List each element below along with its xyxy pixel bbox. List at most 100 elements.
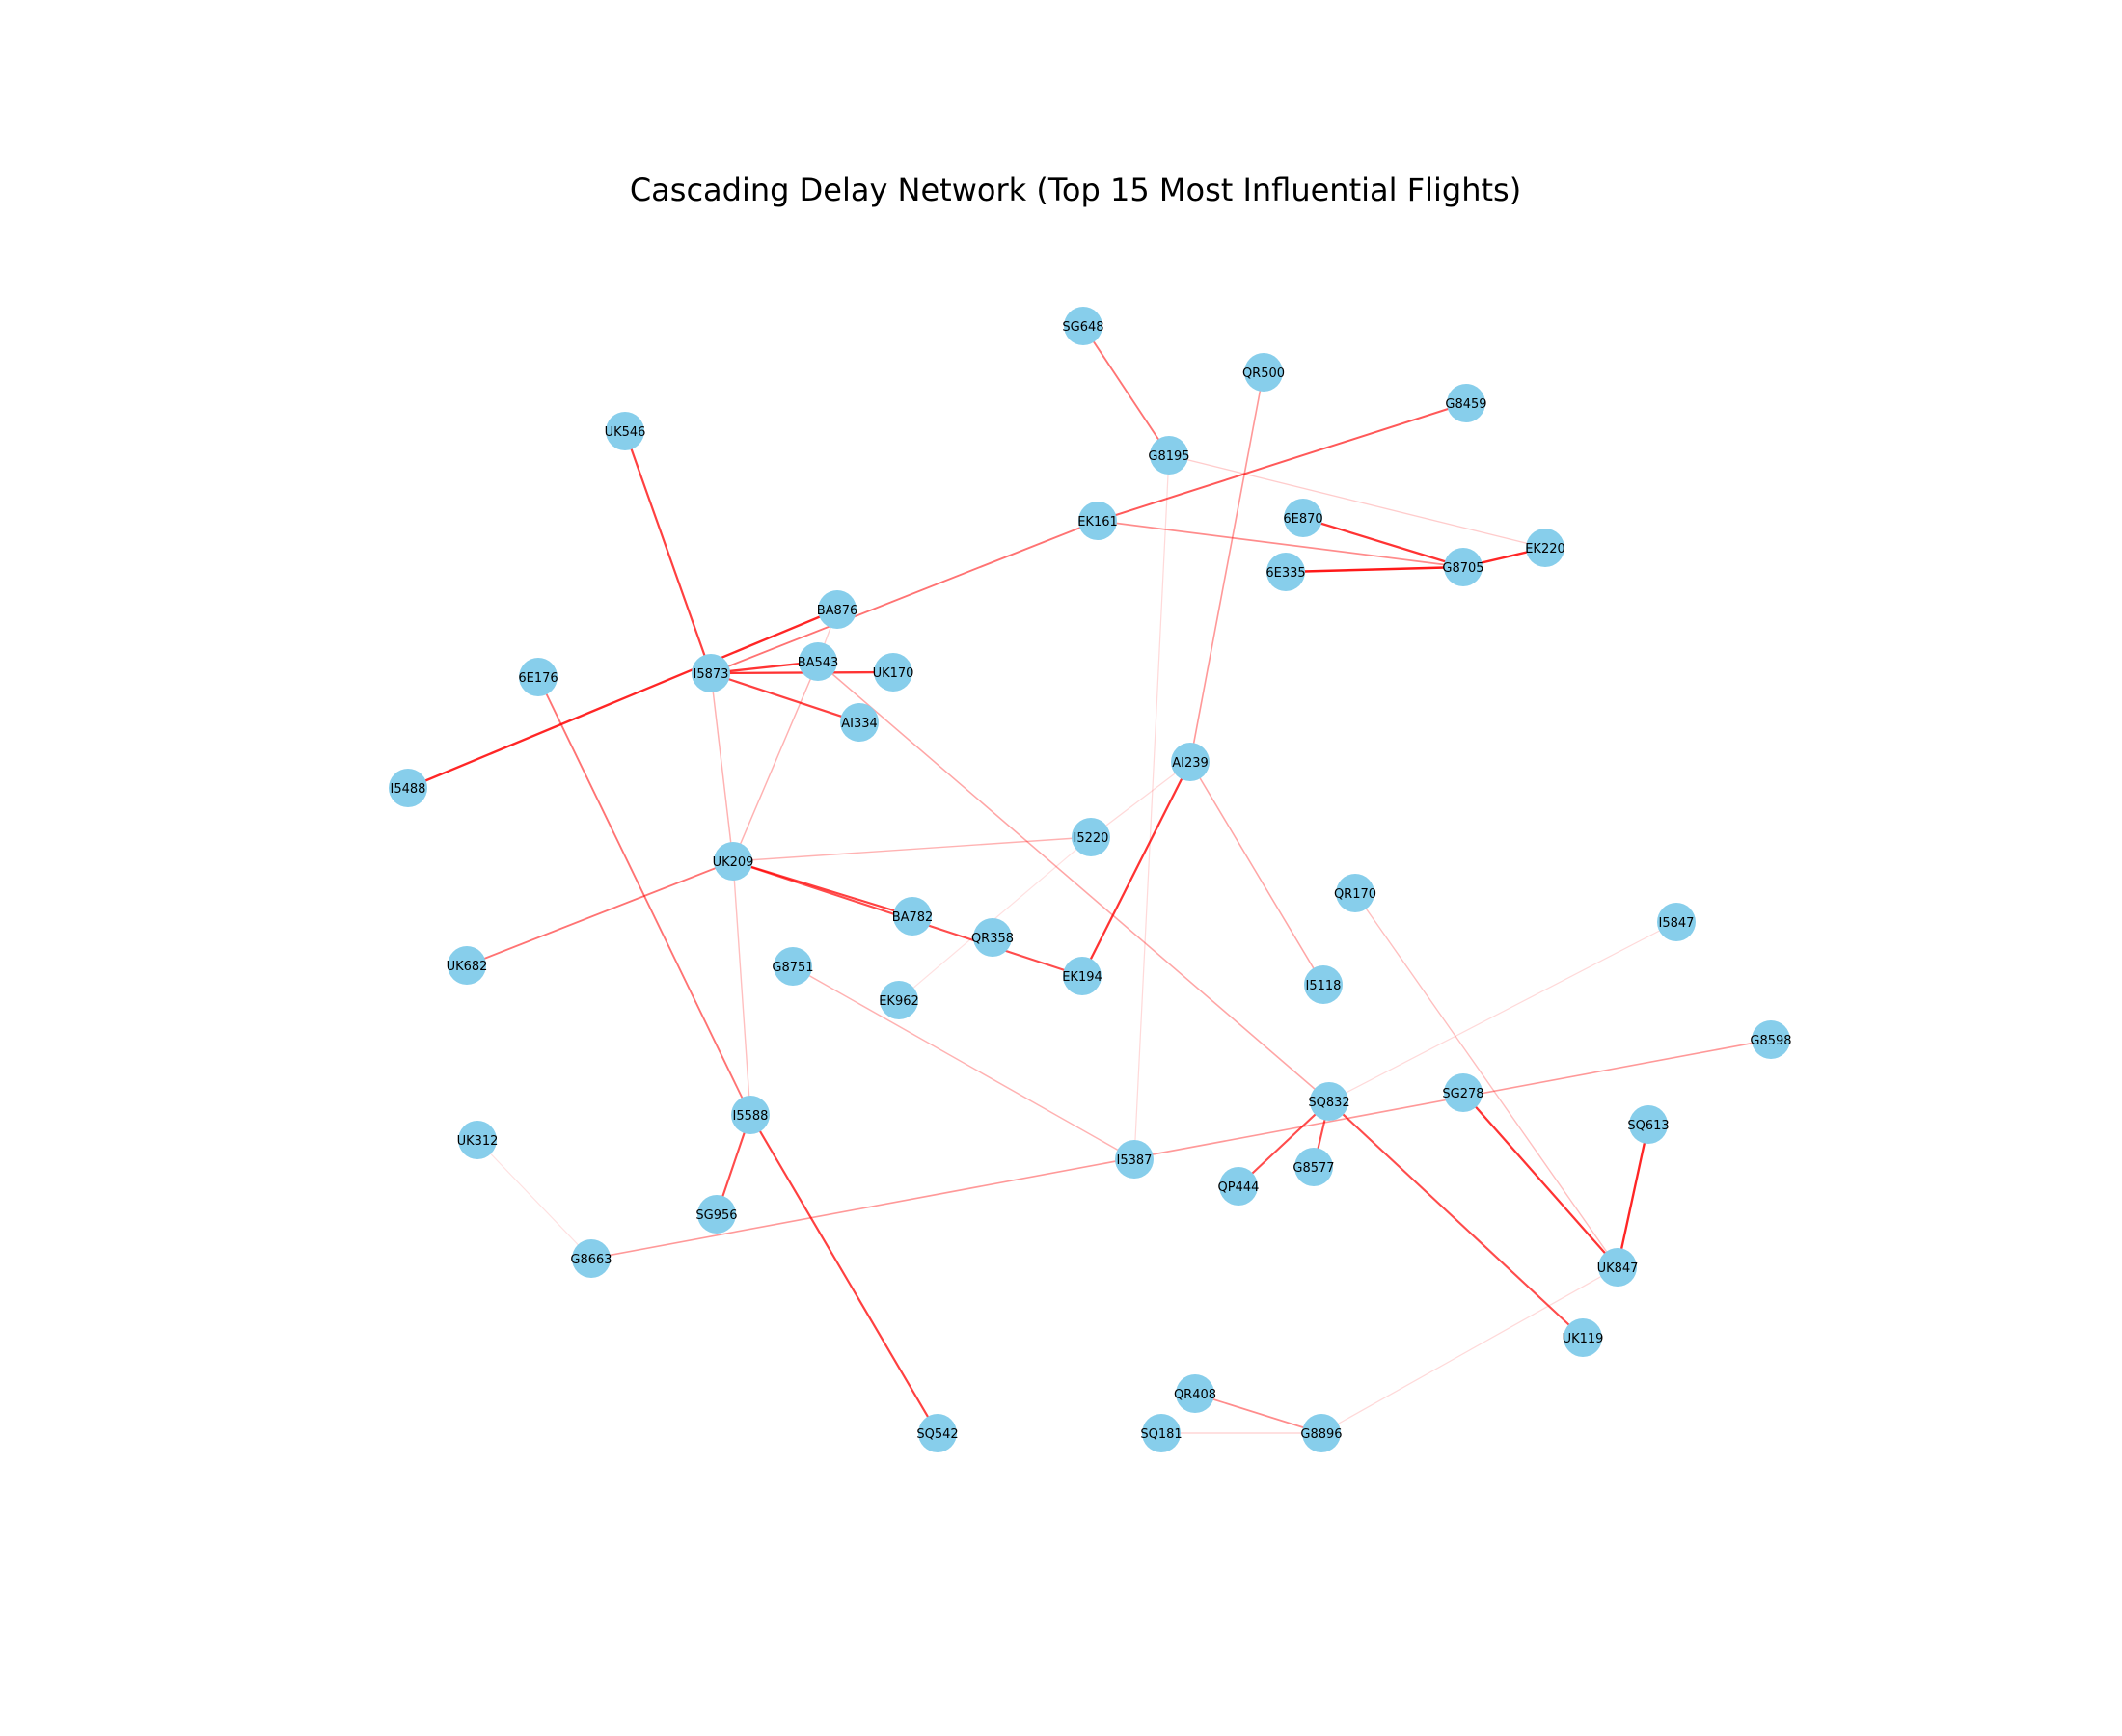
node-circle xyxy=(1302,1414,1341,1452)
node-circle xyxy=(1072,818,1110,856)
node-G8577[interactable]: G8577 xyxy=(1292,1148,1335,1186)
edge-SG648-G8195 xyxy=(1082,325,1170,456)
edge-layer xyxy=(407,325,1772,1434)
node-UK170[interactable]: UK170 xyxy=(873,653,914,692)
node-label: I5847 xyxy=(1659,916,1695,931)
node-AI239[interactable]: AI239 xyxy=(1171,743,1210,781)
node-G8195[interactable]: G8195 xyxy=(1148,436,1190,475)
node-UK209[interactable]: UK209 xyxy=(713,842,754,881)
node-G8896[interactable]: G8896 xyxy=(1300,1414,1343,1452)
node-label: BA876 xyxy=(817,604,858,618)
edge-QR170-UK847 xyxy=(1354,892,1619,1268)
node-I5588[interactable]: I5588 xyxy=(731,1096,770,1134)
node-SG648[interactable]: SG648 xyxy=(1062,307,1104,345)
node-circle xyxy=(880,981,918,1019)
node-I5488[interactable]: I5488 xyxy=(389,769,427,807)
node-SQ613[interactable]: SQ613 xyxy=(1627,1105,1670,1144)
node-SQ542[interactable]: SQ542 xyxy=(916,1414,959,1452)
node-label: I5488 xyxy=(391,782,426,797)
node-EK220[interactable]: EK220 xyxy=(1525,529,1565,567)
edge-BA543-SQ832 xyxy=(817,661,1330,1102)
node-label: QR500 xyxy=(1242,366,1285,381)
node-circle xyxy=(1171,743,1210,781)
node-G8663[interactable]: G8663 xyxy=(570,1239,612,1278)
node-I5847[interactable]: I5847 xyxy=(1657,903,1696,941)
node-circle xyxy=(818,590,857,629)
node-SQ181[interactable]: SQ181 xyxy=(1140,1414,1183,1452)
node-EK161[interactable]: EK161 xyxy=(1077,502,1118,540)
node-G8459[interactable]: G8459 xyxy=(1445,384,1487,422)
node-EK194[interactable]: EK194 xyxy=(1062,957,1102,995)
node-I5387[interactable]: I5387 xyxy=(1115,1140,1154,1179)
node-6E176[interactable]: 6E176 xyxy=(518,658,558,696)
node-label: 6E176 xyxy=(518,671,558,686)
node-label: EK220 xyxy=(1525,542,1565,556)
node-circle xyxy=(1657,903,1696,941)
edge-SQ832-QP444 xyxy=(1238,1100,1330,1187)
node-BA876[interactable]: BA876 xyxy=(817,590,858,629)
node-G8598[interactable]: G8598 xyxy=(1750,1020,1792,1059)
node-label: EK962 xyxy=(879,994,919,1009)
node-circle xyxy=(692,654,730,692)
node-G8705[interactable]: G8705 xyxy=(1442,548,1484,586)
node-6E870[interactable]: 6E870 xyxy=(1283,499,1323,537)
node-circle xyxy=(458,1121,497,1159)
node-I5118[interactable]: I5118 xyxy=(1304,965,1343,1004)
node-circle xyxy=(389,769,427,807)
node-circle xyxy=(1142,1414,1181,1452)
node-AI334[interactable]: AI334 xyxy=(840,703,879,742)
node-circle xyxy=(1447,384,1485,422)
node-G8751[interactable]: G8751 xyxy=(772,947,814,986)
node-UK119[interactable]: UK119 xyxy=(1563,1318,1604,1357)
node-BA543[interactable]: BA543 xyxy=(798,642,839,681)
node-label: QR358 xyxy=(971,932,1014,946)
node-circle xyxy=(1564,1318,1602,1357)
edge-G8598-G8663 xyxy=(590,1039,1772,1260)
node-UK847[interactable]: UK847 xyxy=(1597,1248,1639,1287)
node-EK962[interactable]: EK962 xyxy=(879,981,919,1019)
node-circle xyxy=(572,1239,611,1278)
node-BA782[interactable]: BA782 xyxy=(892,897,934,936)
node-label: QR408 xyxy=(1174,1388,1216,1402)
edge-UK209-I5220 xyxy=(732,836,1092,862)
node-SG278[interactable]: SG278 xyxy=(1442,1073,1484,1112)
node-label: G8663 xyxy=(570,1253,612,1267)
node-I5220[interactable]: I5220 xyxy=(1072,818,1110,856)
node-SQ832[interactable]: SQ832 xyxy=(1308,1082,1350,1121)
node-label: G8598 xyxy=(1750,1034,1791,1048)
node-QP444[interactable]: QP444 xyxy=(1218,1167,1260,1206)
node-label: AI334 xyxy=(841,717,878,731)
node-QR170[interactable]: QR170 xyxy=(1334,874,1376,912)
edge-UK312-G8663 xyxy=(476,1139,592,1260)
node-circle xyxy=(1526,529,1564,567)
edge-UK847-G8896 xyxy=(1320,1266,1619,1434)
node-circle xyxy=(893,897,932,936)
edge-UK209-UK682 xyxy=(466,860,734,966)
node-I5873[interactable]: I5873 xyxy=(692,654,730,692)
node-label: UK119 xyxy=(1563,1332,1604,1346)
node-circle xyxy=(1304,965,1343,1004)
node-circle xyxy=(774,947,812,986)
node-circle xyxy=(1284,499,1322,537)
node-label: I5387 xyxy=(1117,1153,1153,1168)
node-SG956[interactable]: SG956 xyxy=(695,1195,738,1234)
node-circle xyxy=(874,653,912,692)
edge-I5873-AI334 xyxy=(710,671,860,724)
node-QR500[interactable]: QR500 xyxy=(1242,353,1285,392)
node-UK682[interactable]: UK682 xyxy=(447,946,488,985)
node-UK546[interactable]: UK546 xyxy=(605,412,646,450)
node-label: SG956 xyxy=(695,1208,737,1223)
node-circle xyxy=(1444,1073,1483,1112)
node-circle xyxy=(1064,307,1102,345)
node-QR408[interactable]: QR408 xyxy=(1174,1374,1216,1413)
node-label: SQ832 xyxy=(1308,1096,1349,1110)
node-UK312[interactable]: UK312 xyxy=(457,1121,499,1159)
node-6E335[interactable]: 6E335 xyxy=(1265,553,1306,591)
edge-QR408-G8896 xyxy=(1194,1393,1322,1434)
node-label: QR170 xyxy=(1334,887,1376,902)
edge-6E176-I5588 xyxy=(537,676,751,1116)
node-label: UK847 xyxy=(1597,1261,1639,1276)
node-QR358[interactable]: QR358 xyxy=(971,918,1014,957)
